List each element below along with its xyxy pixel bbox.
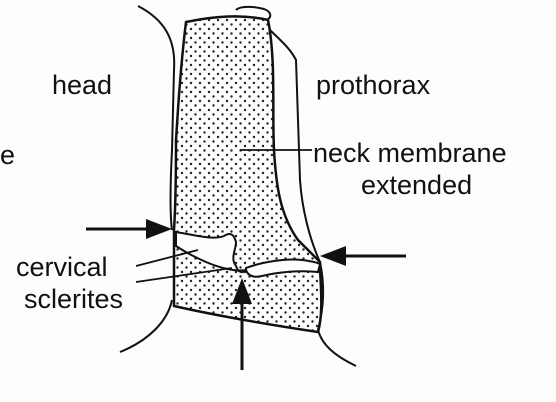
label-cut-letter: e (0, 142, 15, 169)
label-neck-membrane: neck membrane (313, 140, 507, 167)
head-lower-outline (120, 300, 172, 352)
right-arrow (320, 246, 406, 266)
label-sclerites: sclerites (24, 286, 123, 313)
label-extended: extended (361, 172, 472, 199)
left-arrow (86, 219, 172, 239)
label-cervical: cervical (16, 254, 108, 281)
prothorax-lower-outline (318, 262, 356, 366)
label-prothorax: prothorax (316, 72, 430, 99)
label-head: head (52, 72, 112, 99)
head-outline (138, 6, 174, 230)
